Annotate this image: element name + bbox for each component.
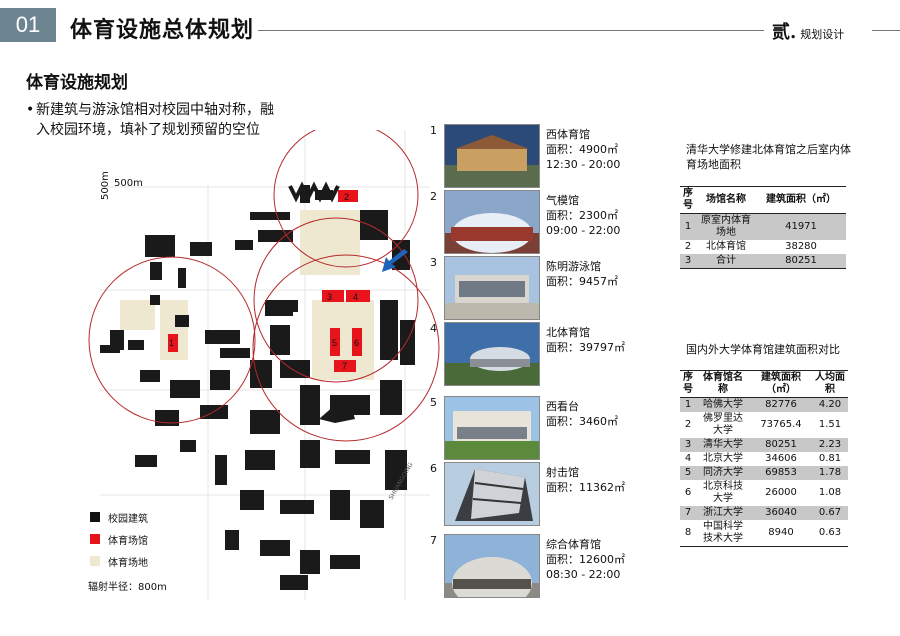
venue-photo-west-stand (444, 396, 540, 460)
sports-venues (168, 190, 370, 372)
campus-map: 1 2 3 4 5 6 7 SHUANGQING (88, 130, 440, 600)
venue-photo-west-gym (444, 124, 540, 188)
map-label-2: 2 (344, 192, 349, 202)
radius-circles (88, 130, 440, 442)
venue-photo-shooting (444, 462, 540, 526)
venue-photo-swimming (444, 256, 540, 320)
page-number-badge: 01 (0, 8, 56, 42)
radius-note: 辐射半径：800m (88, 582, 167, 593)
map-legend: 校园建筑 体育场馆 体育场地 (90, 506, 148, 572)
venue-item: 2 气模馆 面积：2300㎡ 09:00 - 22:00 (430, 190, 660, 262)
arrow-icon (382, 249, 408, 272)
venue-item: 7 综合体育馆 面积：12600㎡ 08:30 - 22:00 (430, 534, 660, 606)
table1-title: 清华大学修建北体育馆之后室内体育场地面积 (686, 143, 851, 171)
venue-item: 1 西体育馆 面积：4900㎡ 12:30 - 20:00 (430, 124, 660, 196)
legend-swatch-fields (90, 556, 100, 566)
page-title: 体育设施总体规划 (70, 17, 255, 43)
table2-title: 国内外大学体育馆建筑面积对比 (686, 343, 840, 356)
map-label-6: 6 (354, 338, 359, 348)
map-label-4: 4 (353, 292, 358, 302)
campus-buildings (100, 181, 415, 590)
chapter-label: 贰.规划设计 (772, 22, 845, 43)
map-label-7: 7 (342, 361, 347, 371)
venue-item: 4 北体育馆 面积：39797㎡ (430, 322, 660, 394)
legend-swatch-buildings (90, 512, 100, 522)
scale-x-label: 500m (114, 178, 143, 189)
venue-item: 3 陈明游泳馆 面积：9457㎡ (430, 256, 660, 328)
bullet-point: •新建筑与游泳馆相对校园中轴对称，融入校园环境，填补了规划预留的空位 (26, 102, 274, 138)
venue-item: 5 西看台 面积：3460㎡ (430, 396, 660, 468)
legend-swatch-venues (90, 534, 100, 544)
section-title: 体育设施规划 (26, 73, 128, 93)
venue-photo-north-gym (444, 322, 540, 386)
map-label-1: 1 (169, 338, 174, 348)
header-divider-right (872, 30, 900, 31)
map-label-3: 3 (327, 292, 332, 302)
scale-y-label: 500m (100, 171, 111, 200)
map-label-5: 5 (332, 338, 337, 348)
venue-item: 6 射击馆 面积：11362㎡ (430, 462, 660, 534)
venue-photo-air-dome (444, 190, 540, 254)
header-divider (258, 30, 764, 31)
sports-fields (120, 210, 374, 380)
venue-photo-comprehensive (444, 534, 540, 598)
